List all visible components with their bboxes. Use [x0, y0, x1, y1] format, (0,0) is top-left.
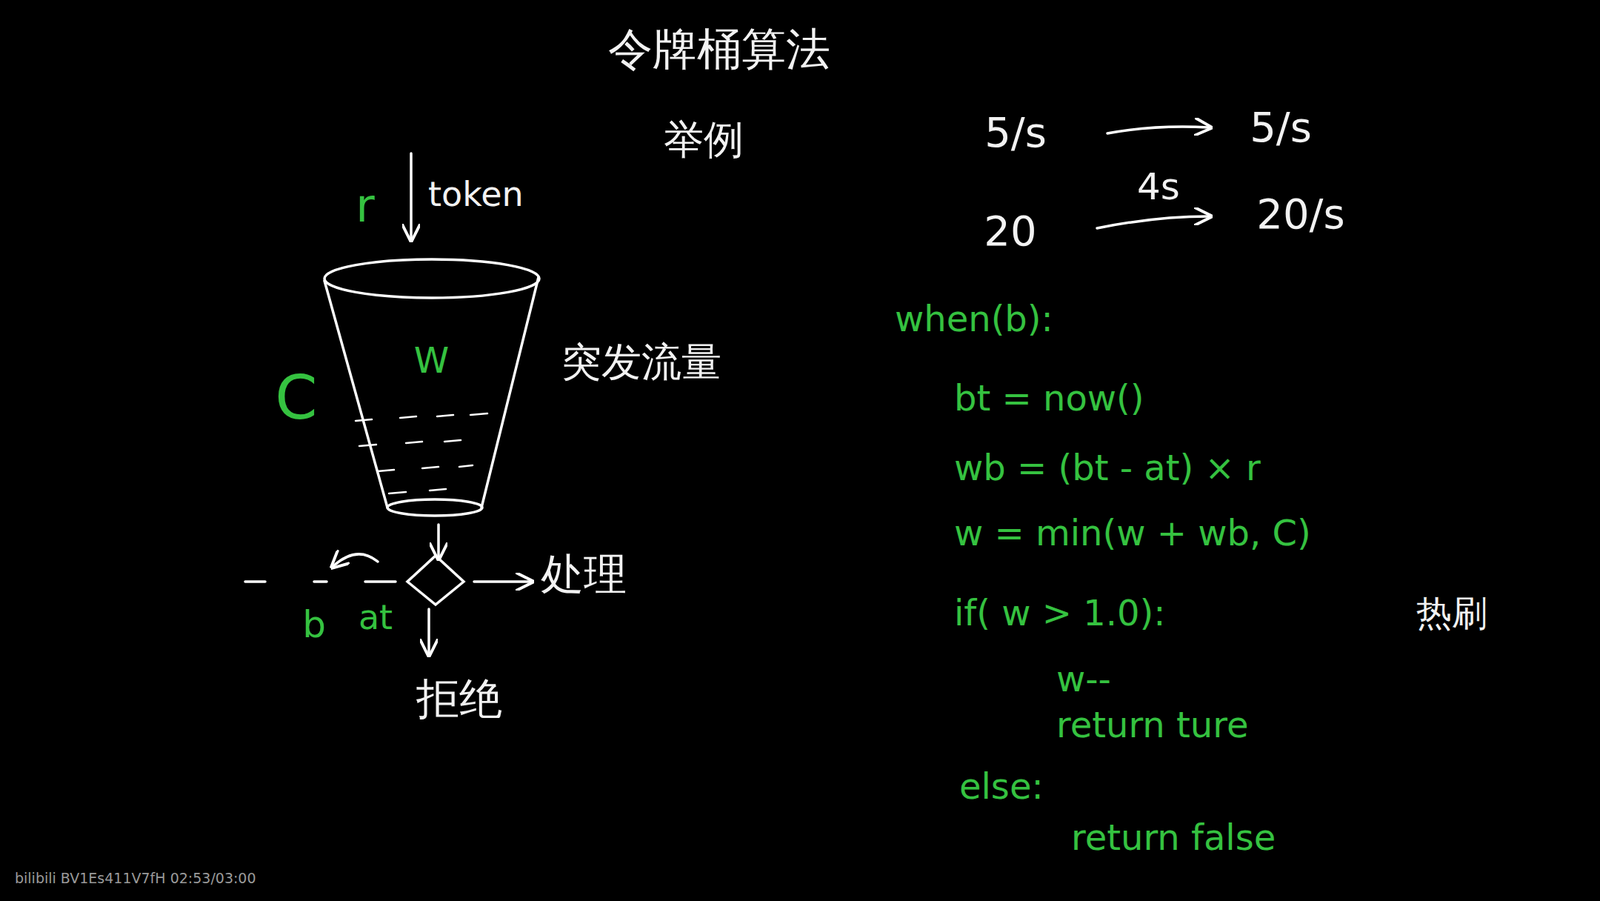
rate-value: 20/s	[1256, 191, 1345, 238]
burst-value: 20	[983, 208, 1037, 255]
watermark: bilibili BV1Es411V7fH 02:53/03:00	[14, 870, 257, 886]
process-label: 处理	[540, 551, 627, 599]
duration-value: 4s	[1137, 166, 1180, 208]
code-line: w--	[1056, 659, 1112, 699]
request-symbol: b	[302, 604, 326, 646]
flow-arrow	[437, 524, 440, 558]
queue-dash	[245, 580, 266, 583]
token-label: token	[428, 175, 524, 214]
code-line: wb = (bt - at) × r	[954, 448, 1261, 488]
decision-diamond	[407, 555, 464, 605]
time-symbol: at	[358, 598, 393, 637]
process-arrow	[474, 580, 531, 583]
title: 令牌桶算法	[608, 24, 831, 74]
code-line: w = min(w + wb, C)	[954, 513, 1312, 553]
reject-arrow	[427, 608, 431, 654]
example-arrow	[1107, 126, 1209, 134]
move-arrow	[333, 554, 378, 566]
code-line: return false	[1071, 817, 1276, 858]
rate-value: 5/s	[984, 109, 1047, 156]
burst-label: 突发流量	[561, 340, 722, 384]
rate-symbol: r	[355, 180, 375, 232]
rate-value: 5/s	[1249, 104, 1312, 151]
reject-label: 拒绝	[416, 675, 503, 723]
token-bucket: W	[318, 251, 545, 519]
code-line: else:	[959, 766, 1044, 806]
token-arrow	[409, 153, 413, 239]
code-line: if( w > 1.0):	[954, 593, 1166, 633]
queue-dash	[314, 580, 327, 583]
bucket-label: W	[318, 251, 545, 381]
example-arrow	[1097, 216, 1209, 229]
bucket-outline	[318, 251, 545, 519]
code-line: bt = now()	[954, 378, 1145, 418]
code-line: return ture	[1056, 705, 1249, 745]
code-line: when(b):	[894, 299, 1054, 339]
side-note: 热刷	[1416, 593, 1488, 633]
queue-dash	[365, 580, 396, 583]
subtitle: 举例	[663, 117, 744, 162]
capacity-symbol: C	[274, 364, 318, 432]
